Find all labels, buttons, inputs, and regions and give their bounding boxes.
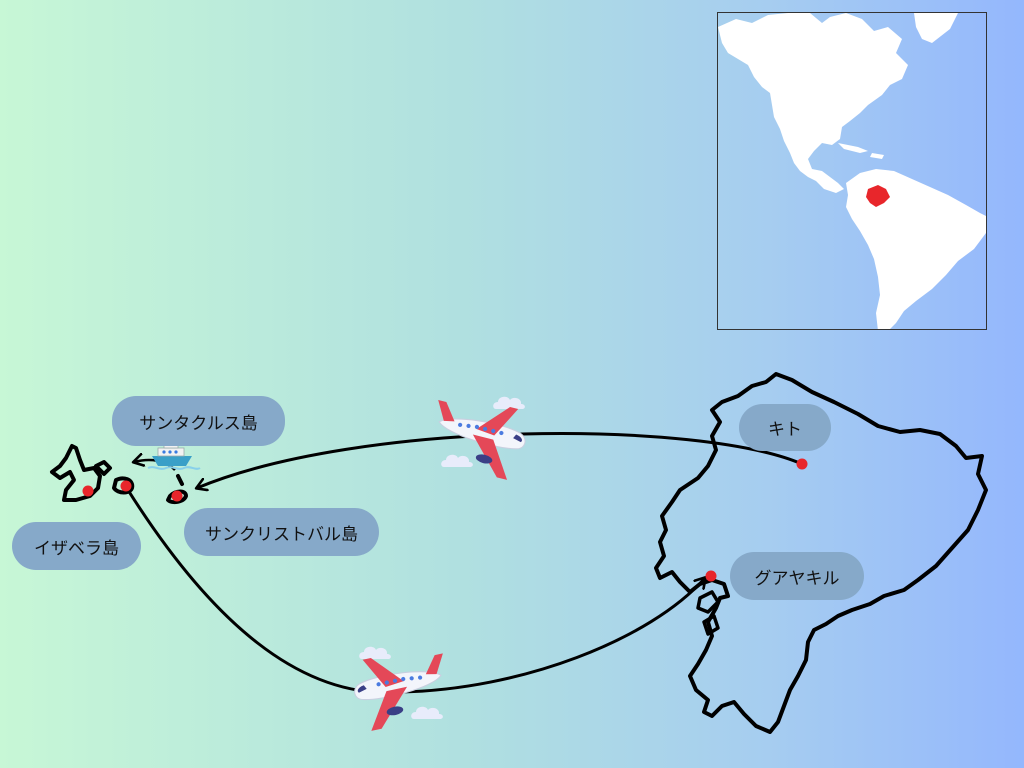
ecuador-highlight [866,185,890,207]
cloud-icon [411,706,443,719]
label-quito: キト [739,404,831,451]
label-santa-cruz: サンタクルス島 [112,396,285,446]
cloud-icon [493,396,525,409]
cloud-icon [441,454,473,467]
san-cristobal-marker [171,490,183,502]
isabela-marker [82,485,94,497]
puna-island [696,590,720,636]
americas-inset-map [717,12,987,330]
greenland-landmass [914,13,958,43]
label-isabela: イザベラ島 [12,522,141,570]
caribbean-islands [838,143,884,159]
cloud-icon [359,646,391,659]
quito-marker [796,458,808,470]
south-america-landmass [846,169,986,329]
ecuador-mainland-outline [654,372,988,734]
guayaquil-marker [705,570,717,582]
americas-locator-map [718,13,986,329]
label-guayaquil: グアヤキル [730,552,864,600]
label-san-cristobal: サンクリストバル島 [184,508,379,556]
route-quito-to-san-cristobal [197,432,803,488]
santa-cruz-marker [120,480,132,492]
north-america-landmass [718,13,908,193]
